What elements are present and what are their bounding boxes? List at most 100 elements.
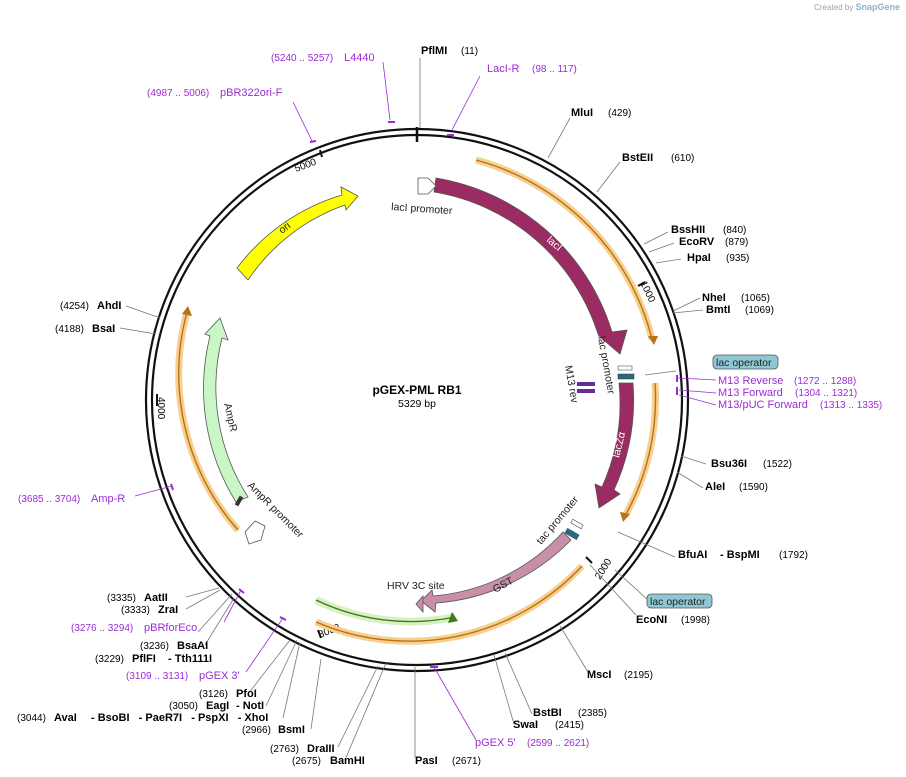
svg-text:(3685 .. 3704): (3685 .. 3704) [18, 494, 80, 505]
enzyme-eagi[interactable]: (3050) EagI - NotI [169, 700, 264, 712]
enzyme-bsshii[interactable]: BssHII (840) [671, 224, 746, 236]
primer-leader-lines [134, 61, 717, 741]
svg-text:(840): (840) [723, 225, 746, 236]
primer-m13-puc-forward[interactable]: M13/pUC Forward (1313 .. 1335) [718, 399, 882, 411]
feature-laci-promoter[interactable] [417, 177, 437, 195]
enzyme-aatii[interactable]: (3335) AatII [107, 592, 168, 604]
enzyme-bfuai[interactable]: BfuAI - BspMI (1792) [678, 549, 808, 561]
tick-2000: 2000 [585, 556, 615, 582]
enzyme-nhei[interactable]: NheI (1065) [702, 292, 770, 304]
svg-text:(1590): (1590) [739, 482, 768, 493]
svg-text:LacI-R: LacI-R [487, 63, 519, 75]
feature-laci[interactable] [433, 177, 628, 355]
enzyme-pasi[interactable]: PasI (2671) [415, 755, 481, 767]
enzyme-zrai[interactable]: (3333) ZraI [121, 604, 178, 616]
enzyme-bsmi[interactable]: (2966) BsmI [242, 724, 305, 736]
lac-promoter-block [617, 365, 633, 371]
orf-ampr-arrow [182, 306, 192, 316]
enzyme-bamhi[interactable]: (2675) BamHI [292, 755, 365, 767]
primer-l4440[interactable]: (5240 .. 5257) L4440 [271, 52, 375, 64]
feature-ampr-promoter[interactable] [244, 520, 266, 545]
feature-hrv[interactable] [415, 594, 424, 614]
svg-text:- BspMI: - BspMI [720, 549, 760, 561]
enzyme-bsai[interactable]: (4188) BsaI [55, 323, 115, 335]
enzyme-ahdi[interactable]: (4254) AhdI [60, 300, 121, 312]
svg-text:PasI: PasI [415, 755, 438, 767]
orf-gst [314, 563, 585, 645]
primer-pbrforeco[interactable]: (3276 .. 3294) pBRforEco [71, 622, 197, 634]
svg-text:pGEX 3': pGEX 3' [199, 670, 240, 682]
svg-text:M13 Reverse: M13 Reverse [718, 375, 783, 387]
svg-text:4000: 4000 [155, 397, 166, 420]
m13-rev-block-2 [577, 389, 595, 393]
svg-text:MluI: MluI [571, 107, 593, 119]
svg-text:(3050): (3050) [169, 701, 198, 712]
primer-pgex-5[interactable]: pGEX 5' (2599 .. 2621) [475, 737, 589, 749]
enzyme-draiii[interactable]: (2763) DraIII [270, 743, 335, 755]
svg-text:HpaI: HpaI [687, 252, 711, 264]
svg-text:- NotI: - NotI [236, 700, 264, 712]
svg-text:PflMI: PflMI [421, 45, 447, 57]
enzyme-pflfi[interactable]: (3229) PflFI - Tth111I [95, 653, 212, 665]
label-hrv: HRV 3C site [387, 580, 445, 592]
svg-text:(2763): (2763) [270, 744, 299, 755]
svg-text:AatII: AatII [144, 592, 168, 604]
feature-lacza[interactable] [594, 382, 635, 509]
lac-operator-label-2[interactable]: lac operator [646, 593, 713, 609]
enzyme-ecorv[interactable]: EcoRV (879) [679, 236, 748, 248]
svg-text:AleI: AleI [705, 481, 725, 493]
snapgene-credit: Created by SnapGene [814, 2, 900, 12]
svg-text:AvaI: AvaI [54, 712, 77, 724]
primer-amp-r[interactable]: (3685 .. 3704) Amp-R [18, 493, 125, 505]
enzyme-avai[interactable]: (3044) AvaI - BsoBI - PaeR7I - PspXI - X… [17, 712, 268, 724]
enzyme-bsu36i[interactable]: Bsu36I (1522) [711, 458, 792, 470]
enzyme-bstbi[interactable]: BstBI (2385) [533, 707, 607, 719]
feature-ampr[interactable] [203, 317, 249, 503]
svg-text:AhdI: AhdI [97, 300, 121, 312]
svg-text:(1065): (1065) [741, 293, 770, 304]
enzyme-pflmi[interactable]: PflMI (11) [421, 45, 478, 57]
lac-operator-label-1[interactable]: lac operator [712, 354, 779, 370]
enzyme-bsaai[interactable]: (3236) BsaAI [140, 640, 208, 652]
svg-text:(2415): (2415) [555, 720, 584, 731]
svg-text:M13/pUC Forward: M13/pUC Forward [718, 399, 808, 411]
snapgene-logo: SnapGene [855, 2, 900, 12]
enzyme-msci[interactable]: MscI (2195) [587, 669, 653, 681]
enzyme-hpai[interactable]: HpaI (935) [687, 252, 749, 264]
svg-text:BmtI: BmtI [706, 304, 730, 316]
svg-text:(429): (429) [608, 108, 631, 119]
orf-lacZ-arrow [620, 512, 630, 522]
enzyme-mlui[interactable]: MluI (429) [571, 107, 631, 119]
svg-text:EcoNI: EcoNI [636, 614, 667, 626]
svg-text:2000: 2000 [593, 557, 614, 582]
credit-created-by: Created by [814, 3, 854, 12]
svg-text:BsaAI: BsaAI [177, 640, 208, 652]
feature-ori[interactable] [236, 186, 359, 281]
svg-text:ZraI: ZraI [158, 604, 178, 616]
svg-text:(3229): (3229) [95, 654, 124, 665]
enzyme-bsteii[interactable]: BstEII (610) [622, 152, 694, 164]
lac-operator-block-1 [617, 373, 635, 380]
enzyme-swai[interactable]: SwaI (2415) [513, 719, 584, 731]
svg-text:PflFI: PflFI [132, 653, 156, 665]
svg-text:BfuAI: BfuAI [678, 549, 707, 561]
svg-text:- BsoBI - PaeR7I - PspXI: - BsoBI - PaeR7I - PspXI - XhoI [91, 712, 268, 724]
svg-text:5000: 5000 [293, 157, 318, 175]
svg-text:(2385): (2385) [578, 708, 607, 719]
enzyme-alei[interactable]: AleI (1590) [705, 481, 768, 493]
svg-text:Amp-R: Amp-R [91, 493, 125, 505]
label-m13-rev: M13 rev [562, 364, 581, 404]
primer-m13-reverse[interactable]: M13 Reverse (1272 .. 1288) [718, 375, 856, 387]
primer-laci-r[interactable]: LacI-R (98 .. 117) [487, 63, 577, 75]
svg-text:(1304 .. 1321): (1304 .. 1321) [795, 388, 857, 399]
svg-text:(1069): (1069) [745, 305, 774, 316]
feature-gst[interactable] [420, 531, 572, 613]
svg-text:(4987 .. 5006): (4987 .. 5006) [147, 88, 209, 99]
enzyme-econi[interactable]: EcoNI (1998) [636, 614, 710, 626]
enzyme-pfoi[interactable]: (3126) PfoI [199, 688, 257, 700]
svg-text:DraIII: DraIII [307, 743, 335, 755]
enzyme-bmti[interactable]: BmtI (1069) [706, 304, 774, 316]
primer-pgex-3[interactable]: (3109 .. 3131) pGEX 3' [126, 670, 240, 682]
primer-pbr322ori-f[interactable]: (4987 .. 5006) pBR322ori-F [147, 87, 283, 99]
primer-m13-forward[interactable]: M13 Forward (1304 .. 1321) [718, 387, 857, 399]
